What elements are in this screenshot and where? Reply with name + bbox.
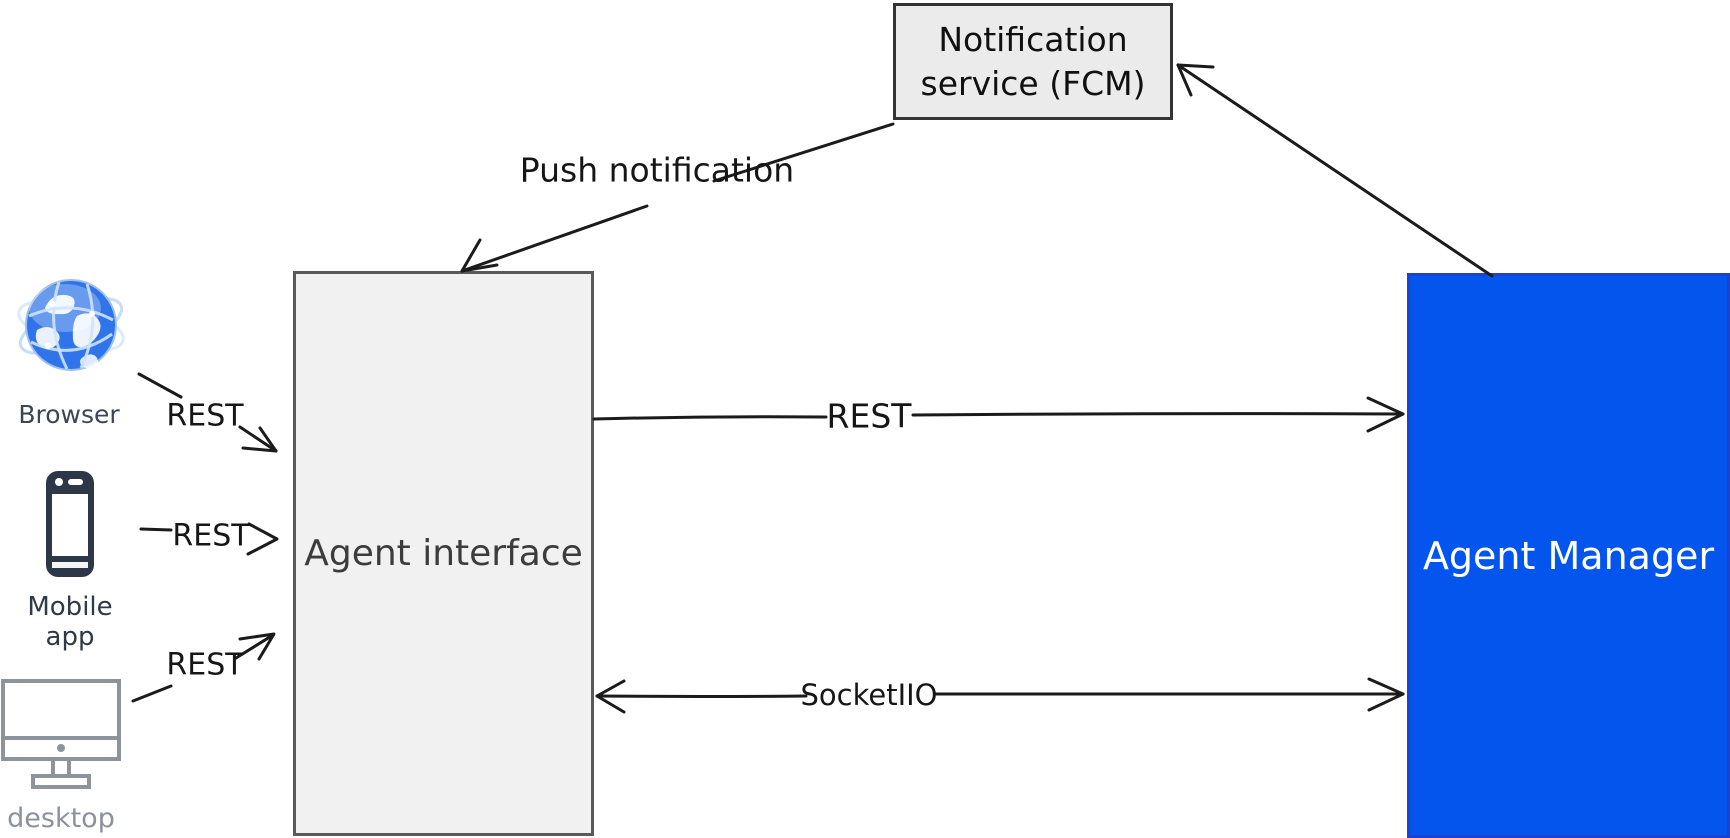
manager-to-notification-arrow: [1176, 63, 1494, 278]
desktop-label: desktop: [7, 803, 115, 834]
desktop-monitor-icon: [1, 679, 121, 789]
push-notification-edge-label: Push notification: [519, 150, 795, 190]
agent-interface-label: Agent interface: [304, 533, 583, 574]
rest-mobile-edge-label: REST: [172, 518, 250, 554]
smartphone-icon: [46, 471, 94, 577]
rest-main-edge-label: REST: [826, 396, 912, 436]
push-notification-arrow: [460, 122, 895, 273]
rest-desktop-edge-label: REST: [166, 647, 244, 683]
notification-service-label: Notification service (FCM): [920, 19, 1146, 103]
socketio-edge-label: SocketIIO: [800, 678, 938, 712]
socketio-arrow: [595, 677, 1405, 714]
notification-service-node: Notification service (FCM): [893, 3, 1173, 120]
globe-icon: [17, 279, 125, 371]
rest-browser-edge-label: REST: [166, 398, 244, 434]
agent-interface-node: Agent interface: [293, 271, 594, 836]
agent-manager-label: Agent Manager: [1422, 533, 1715, 578]
agent-manager-node: Agent Manager: [1407, 273, 1730, 838]
mobile-app-label: Mobile app: [27, 592, 113, 652]
browser-label: Browser: [18, 400, 120, 429]
rest-main-arrow: [592, 396, 1405, 433]
